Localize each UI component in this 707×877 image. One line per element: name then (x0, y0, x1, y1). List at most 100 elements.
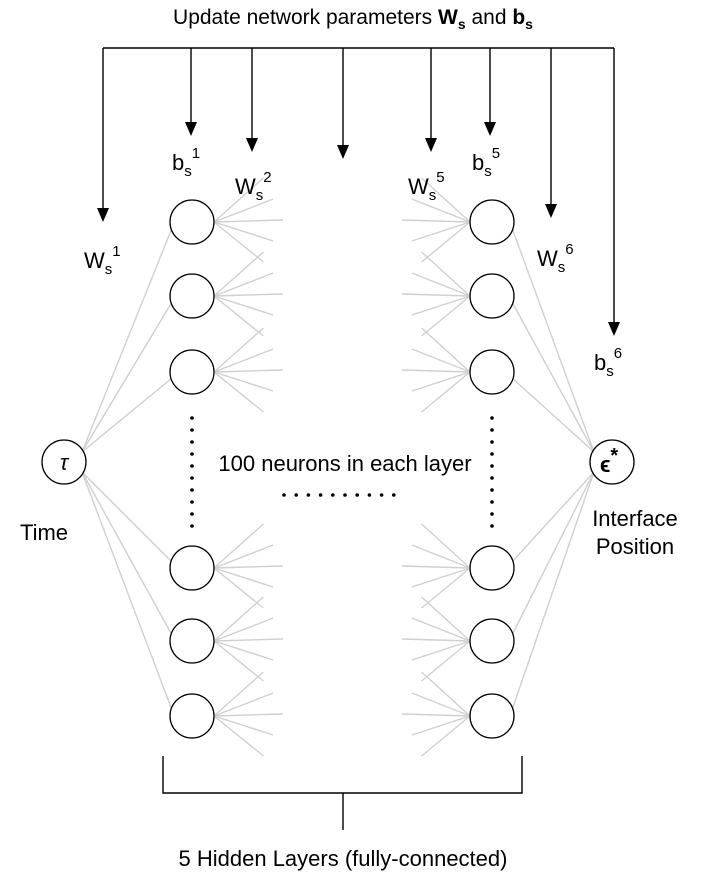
input-node (41, 439, 87, 485)
right-fan-line (421, 251, 471, 297)
right-fan-line (421, 596, 471, 642)
right-fan-line (401, 638, 471, 642)
right-fan-line (401, 369, 471, 373)
first-layer-neuron (169, 545, 215, 591)
ellipsis-dot (318, 493, 323, 497)
left-fan-line (213, 596, 264, 642)
label-bs1: bs1 (172, 145, 200, 180)
ellipsis-dot (490, 512, 494, 516)
left-fan-line (213, 671, 264, 717)
left-fan-line (213, 221, 264, 263)
arrowhead-bs6 (608, 322, 620, 336)
left-fan-line (213, 348, 274, 373)
right-fan-line (421, 177, 471, 223)
ellipsis-dot (367, 493, 372, 497)
output-node (589, 439, 635, 485)
left-fan-line (213, 371, 264, 413)
left-fan-line (213, 221, 274, 242)
hidden-neurons (169, 199, 515, 739)
ellipsis-dot (190, 452, 194, 456)
left-fan-line (213, 567, 264, 609)
label-bs5: bs5 (472, 145, 500, 180)
output-connection (511, 471, 595, 711)
left-fan-line (213, 715, 264, 757)
right-fan-line (421, 671, 471, 717)
ellipsis-dot (490, 440, 494, 444)
left-fan-line (213, 219, 284, 223)
output-label-line1: Interface (592, 506, 678, 531)
arrowhead-ws1 (97, 208, 109, 222)
output-connection (511, 227, 595, 453)
hidden-layers-brace (162, 756, 523, 794)
arrowhead-bs1 (185, 122, 197, 136)
left-fan-line (213, 692, 274, 717)
input-connection (81, 377, 173, 453)
arrowhead-ws5 (425, 138, 437, 152)
left-fan-line (213, 544, 274, 569)
label-ws5: Ws5 (408, 169, 445, 204)
right-fan-line (411, 567, 471, 588)
input-connection (81, 227, 173, 453)
arrowhead-center (337, 145, 349, 159)
output-label-line2: Position (596, 534, 674, 559)
last-layer-neuron (469, 545, 515, 591)
label-ws2: Ws2 (235, 169, 272, 204)
left-fan-line (213, 198, 274, 223)
right-fan-line (411, 371, 471, 392)
connection-lines (81, 177, 595, 757)
last-layer-neuron (469, 349, 515, 395)
output-connection (511, 377, 595, 453)
left-fan-line (213, 272, 274, 297)
vertical-ellipsis (190, 416, 494, 528)
ellipsis-dot (190, 428, 194, 432)
input-symbol: τ (60, 450, 70, 475)
left-fan-line (213, 567, 274, 588)
last-layer-neuron (469, 199, 515, 245)
ellipsis-dot (190, 416, 194, 420)
right-fan-line (421, 295, 471, 337)
right-fan-line (421, 523, 471, 569)
right-fan-line (401, 219, 471, 223)
output-connection (511, 471, 595, 636)
ellipsis-dot (294, 493, 299, 497)
ellipsis-dot (355, 493, 360, 497)
ellipsis-dot (190, 500, 194, 504)
ellipsis-dot (282, 493, 286, 497)
diagram-title: Update network parameters Ws and bs (173, 6, 533, 32)
right-fan-line (411, 692, 471, 717)
left-fan-line (213, 715, 274, 736)
left-fan-line (213, 617, 274, 642)
right-fan-line (401, 293, 471, 297)
ellipsis-dot (490, 428, 494, 432)
left-fan-line (213, 713, 284, 717)
left-fan-line (213, 523, 264, 569)
left-fan-line (213, 640, 274, 661)
last-layer-neuron (469, 618, 515, 664)
right-fan-line (411, 640, 471, 661)
right-fan-line (411, 221, 471, 242)
ellipsis-dot (190, 488, 194, 492)
left-fan-line (213, 327, 264, 373)
output-connection (511, 301, 595, 453)
ellipsis-dot (490, 488, 494, 492)
right-fan-line (411, 617, 471, 642)
right-fan-line (411, 544, 471, 569)
ellipsis-dot (490, 524, 494, 528)
ellipsis-dot (190, 524, 194, 528)
right-fan-line (401, 565, 471, 569)
right-fan-line (411, 715, 471, 736)
ellipsis-dot (306, 493, 311, 497)
right-fan-line (401, 713, 471, 717)
output-symbol: ϵ* (600, 445, 619, 477)
left-fan-line (213, 251, 264, 297)
input-label: Time (20, 520, 68, 545)
ellipsis-dot (190, 476, 194, 480)
horizontal-ellipsis (282, 493, 396, 497)
right-fan-line (421, 640, 471, 682)
ellipsis-dot (331, 493, 335, 497)
label-bs6: bs6 (594, 345, 622, 380)
ellipsis-dot (190, 512, 194, 516)
output-connection (511, 471, 595, 563)
left-fan-line (213, 369, 284, 373)
